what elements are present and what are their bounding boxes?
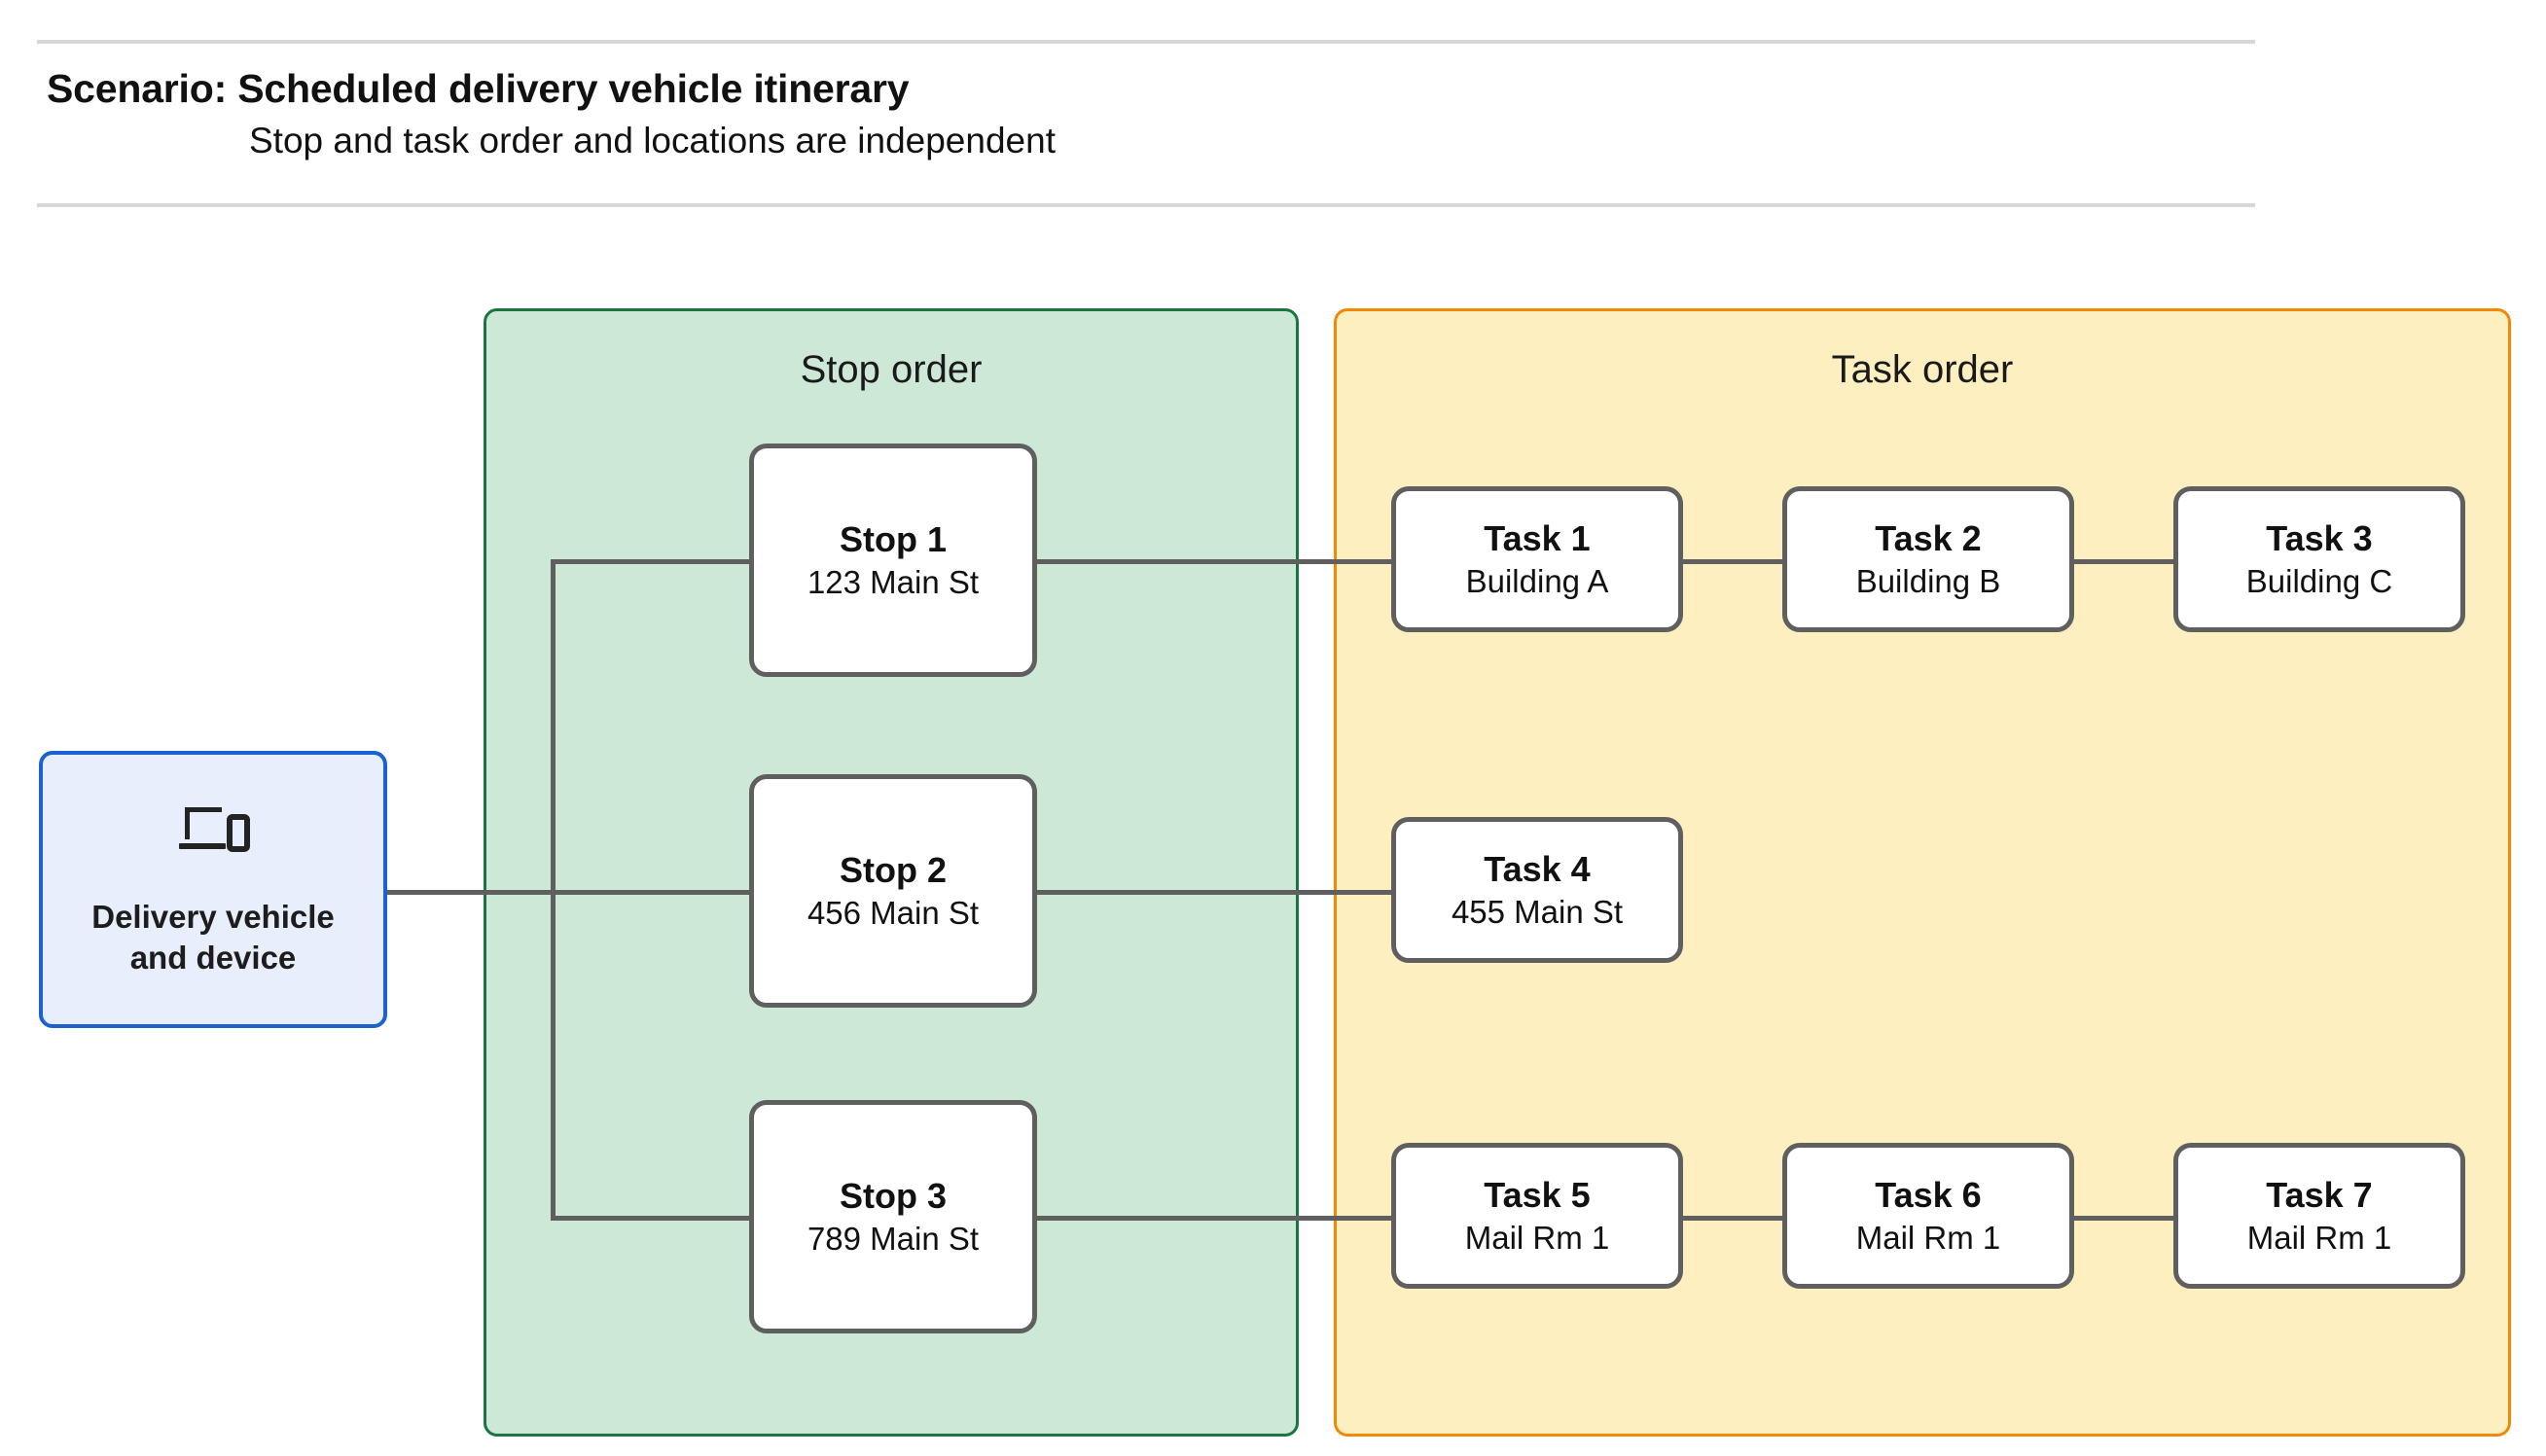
page-title: Scenario: Scheduled delivery vehicle iti… (47, 66, 910, 111)
stop-card-title: Stop 1 (839, 518, 947, 559)
task-card-3[interactable]: Task 3 Building C (2173, 486, 2465, 632)
task-card-7[interactable]: Task 7 Mail Rm 1 (2173, 1143, 2465, 1289)
stop-order-title: Stop order (800, 348, 983, 391)
delivery-vehicle-node[interactable]: Delivery vehicle and device (39, 751, 387, 1028)
header-rule-bottom (37, 203, 2255, 207)
connector-trunk-to-stop-2 (551, 890, 753, 895)
connector-vehicle-to-trunk (387, 890, 553, 895)
task-card-4[interactable]: Task 4 455 Main St (1391, 817, 1683, 963)
task-card-title: Task 6 (1875, 1174, 1982, 1215)
task-card-location: Mail Rm 1 (1464, 1219, 1610, 1256)
task-card-6[interactable]: Task 6 Mail Rm 1 (1782, 1143, 2074, 1289)
task-card-location: 455 Main St (1451, 893, 1624, 930)
stop-card-3[interactable]: Stop 3 789 Main St (749, 1100, 1037, 1333)
stop-card-title: Stop 3 (839, 1175, 947, 1216)
header-rule-top (37, 40, 2255, 44)
delivery-vehicle-label: Delivery vehicle and device (91, 899, 335, 977)
connector-task-2-to-task-3 (2070, 559, 2189, 564)
stop-card-1[interactable]: Stop 1 123 Main St (749, 444, 1037, 677)
connector-task-5-to-task-6 (1679, 1216, 1798, 1221)
task-order-title: Task order (1831, 348, 2014, 391)
stop-card-location: 456 Main St (807, 894, 980, 931)
connector-stop-2-to-task-4 (1033, 890, 1395, 895)
stop-card-title: Stop 2 (839, 849, 947, 890)
stop-card-2[interactable]: Stop 2 456 Main St (749, 774, 1037, 1008)
stop-card-location: 123 Main St (807, 563, 980, 600)
task-card-title: Task 1 (1484, 517, 1591, 558)
task-card-title: Task 5 (1484, 1174, 1591, 1215)
connector-stop-3-to-task-5 (1033, 1216, 1395, 1221)
connector-task-1-to-task-2 (1679, 559, 1798, 564)
connector-trunk-to-stop-1 (551, 559, 753, 564)
connector-stop-1-to-task-1 (1033, 559, 1395, 564)
task-card-title: Task 4 (1484, 848, 1591, 889)
task-card-location: Mail Rm 1 (1855, 1219, 2001, 1256)
task-card-title: Task 7 (2266, 1174, 2373, 1215)
devices-icon (175, 801, 251, 856)
connector-task-6-to-task-7 (2070, 1216, 2189, 1221)
task-card-1[interactable]: Task 1 Building A (1391, 486, 1683, 632)
task-card-5[interactable]: Task 5 Mail Rm 1 (1391, 1143, 1683, 1289)
task-card-location: Mail Rm 1 (2246, 1219, 2392, 1256)
task-card-location: Building B (1855, 562, 2001, 599)
task-card-title: Task 2 (1875, 517, 1982, 558)
connector-trunk-to-stop-3 (551, 1216, 753, 1221)
task-card-location: Building C (2245, 562, 2393, 599)
task-card-title: Task 3 (2266, 517, 2373, 558)
task-card-2[interactable]: Task 2 Building B (1782, 486, 2074, 632)
task-card-location: Building A (1465, 562, 1609, 599)
stop-card-location: 789 Main St (807, 1220, 980, 1257)
page-subtitle: Stop and task order and locations are in… (249, 121, 1056, 160)
